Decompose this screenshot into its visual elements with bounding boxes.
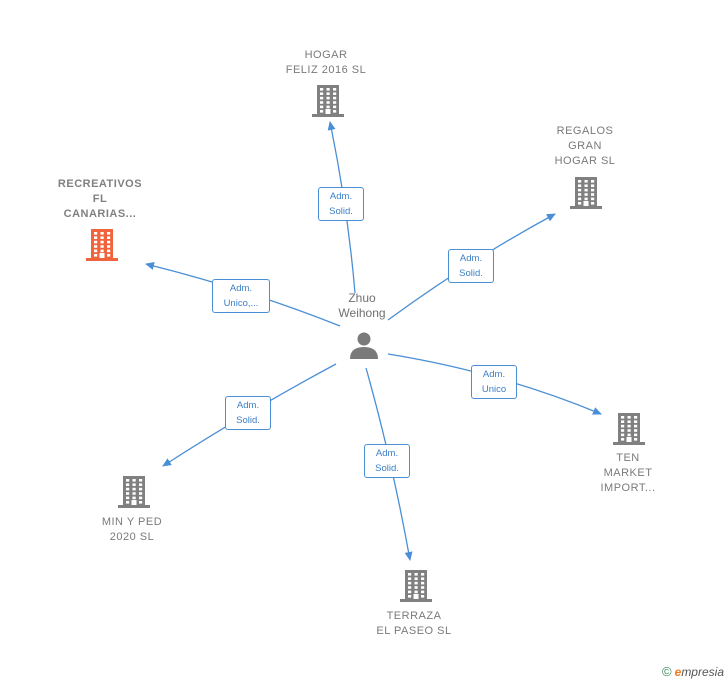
company-label-line: TEN [616,452,640,464]
relation-role-line: Adm. [375,448,399,459]
relation-role-line: Solid. [329,206,353,217]
company-label-line: RECREATIVOS [57,178,143,190]
relation-badge-hogar[interactable]: Adm. Solid. [318,187,364,221]
company-label-recreativos[interactable]: RECREATIVOS FL CANARIAS... [40,177,160,222]
building-icon[interactable] [86,229,118,261]
company-label-terraza[interactable]: TERRAZA EL PASEO SL [354,609,474,639]
building-icon[interactable] [118,476,150,508]
person-name-line1: Zhuo [348,291,376,305]
relation-role-line: Adm. [229,283,253,294]
company-label-min[interactable]: MIN Y PED 2020 SL [72,515,192,545]
company-label-line: EL PASEO SL [376,625,452,637]
building-icon[interactable] [400,570,432,602]
person-icon[interactable] [350,332,378,360]
company-label-line: HOGAR SL [554,155,616,167]
company-label-line: FELIZ 2016 SL [285,64,367,76]
brand-name: mpresia [681,665,724,679]
company-label-hogar[interactable]: HOGAR FELIZ 2016 SL [266,48,386,78]
person-name-line2: Weihong [338,306,386,320]
brand-initial: e [674,665,682,679]
company-label-line: CANARIAS... [63,208,137,220]
relation-badge-regalos[interactable]: Adm. Solid. [448,249,494,283]
building-icon[interactable] [312,85,344,117]
company-label-line: 2020 SL [109,531,155,543]
relation-role-line: Adm. [329,191,353,202]
company-label-line: MARKET [603,467,653,479]
relation-badge-ten[interactable]: Adm. Unico [471,365,517,399]
relation-role-line: Solid. [236,415,260,426]
copyright-icon: © [662,664,672,679]
company-label-regalos[interactable]: REGALOS GRAN HOGAR SL [525,124,645,169]
relation-badge-terraza[interactable]: Adm. Solid. [364,444,410,478]
relation-role-line: Unico [481,384,507,395]
company-label-line: REGALOS [556,125,614,137]
relation-role-line: Unico,... [223,298,259,309]
company-label-line: TERRAZA [386,610,442,622]
relation-role-line: Adm. [459,253,483,264]
building-icon[interactable] [570,177,602,209]
relation-badge-min[interactable]: Adm. Solid. [225,396,271,430]
relation-badge-recreativos[interactable]: Adm. Unico,... [212,279,270,313]
building-icon[interactable] [613,413,645,445]
relation-role-line: Adm. [236,400,260,411]
person-name[interactable]: Zhuo Weihong [322,291,402,321]
company-label-line: GRAN [568,140,602,152]
relation-role-line: Adm. [482,369,506,380]
company-label-line: FL [92,193,108,205]
company-label-ten[interactable]: TEN MARKET IMPORT... [568,451,688,496]
brand-footer: ©empresia [662,664,724,679]
relation-role-line: Solid. [375,463,399,474]
company-label-line: HOGAR [304,49,348,61]
company-label-line: MIN Y PED [101,516,163,528]
relation-role-line: Solid. [459,268,483,279]
company-label-line: IMPORT... [600,482,656,494]
